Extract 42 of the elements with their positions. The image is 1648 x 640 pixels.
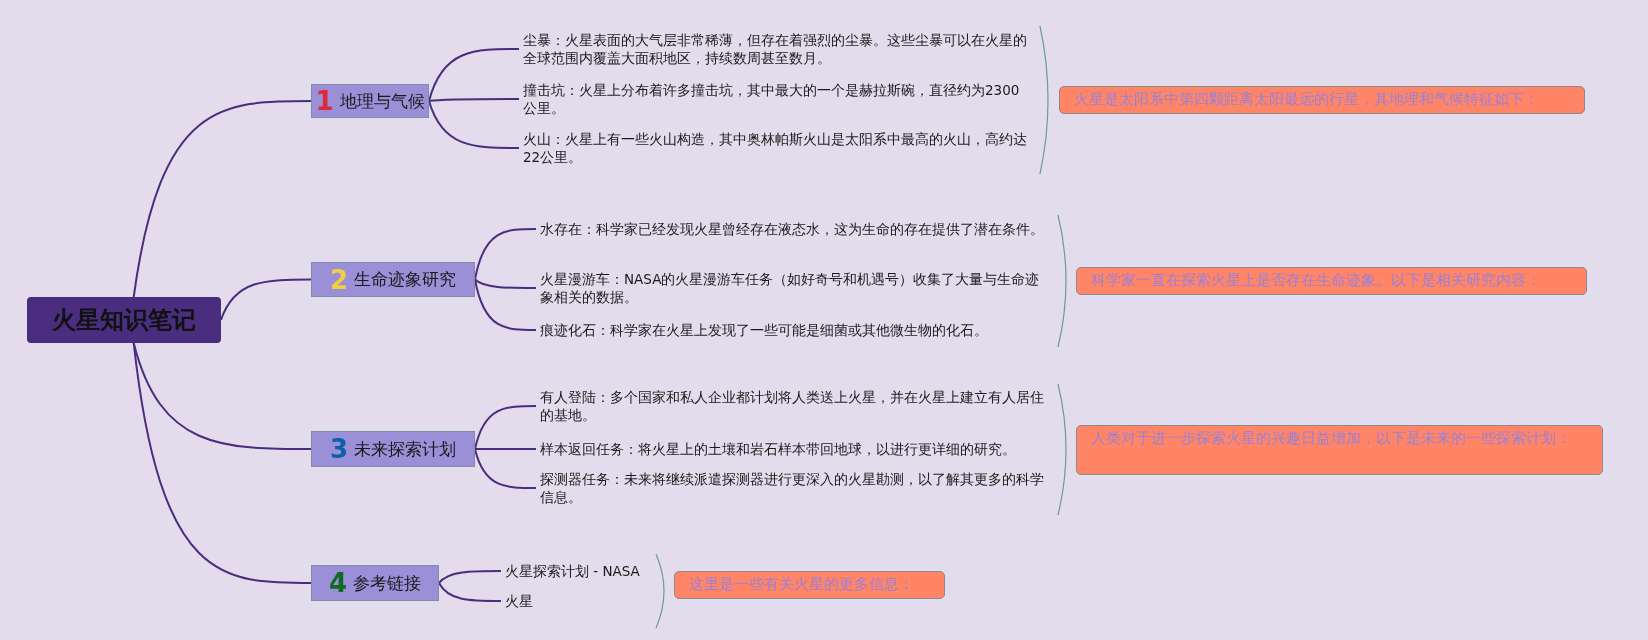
branch-line (474, 405, 537, 450)
branch-line (474, 278, 537, 331)
branch-line (474, 228, 537, 281)
central-topic-box: 火星知识笔记 (27, 297, 221, 343)
topic-title: 地理与气候 (339, 89, 425, 113)
branch-line (474, 278, 537, 289)
branch-line (428, 48, 520, 102)
branch-text: 有人登陆：多个国家和私人企业都计划将人类送上火星，并在火星上建立有人居住的基地。 (536, 388, 1051, 425)
branch-line (132, 100, 312, 298)
topic-box (311, 262, 475, 297)
topic-number: 1 (315, 86, 334, 116)
topic-box (311, 565, 439, 601)
branch-text: 火星探索计划 - NASA (501, 562, 661, 581)
topic-box (311, 431, 475, 467)
branch-line (428, 100, 520, 149)
branch-line (132, 342, 312, 584)
summary-box: 这里是一些有关火星的更多信息： (674, 571, 945, 599)
branch-line (474, 448, 537, 450)
branch-line (438, 570, 502, 584)
topic-number: 4 (328, 568, 348, 598)
branch-text: 尘暴：火星表面的大气层非常稀薄，但存在着强烈的尘暴。这些尘暴可以在火星的全球范围内覆盖大面积地区，持续数周甚至数月。 (519, 31, 1034, 68)
branch-line (428, 98, 520, 102)
branch-line (220, 278, 312, 321)
branch-text: 样本返回任务：将火星上的土壤和岩石样本带回地球，以进行更详细的研究。 (536, 440, 1051, 459)
branch-text: 痕迹化石：科学家在火星上发现了一些可能是细菌或其他微生物的化石。 (536, 321, 1051, 340)
branch-line (438, 582, 502, 602)
branch-text: 火山：火星上有一些火山构造，其中奥林帕斯火山是太阳系中最高的火山，高约达22公里。 (519, 130, 1034, 167)
branch-text: 探测器任务：未来将继续派遣探测器进行更深入的火星勘测，以了解其更多的科学信息。 (536, 470, 1051, 507)
topic-title: 生命迹象研究 (354, 268, 457, 291)
summary-box: 人类对于进一步探索火星的兴趣日益增加，以下是未来的一些探索计划： (1076, 425, 1603, 475)
topic-title: 未来探索计划 (354, 437, 457, 461)
topic-box (311, 84, 429, 118)
branch-line (474, 448, 537, 489)
summary-box: 科学家一直在探索火星上是否存在生命迹象。以下是相关研究内容： (1076, 267, 1587, 295)
topic-number: 2 (329, 264, 349, 295)
branch-text: 火星 (501, 592, 661, 611)
branch-text: 火星漫游车：NASA的火星漫游车任务（如好奇号和机遇号）收集了大量与生命迹象相关的数据。 (536, 270, 1051, 307)
topic-number: 3 (329, 434, 349, 464)
branch-text: 水存在：科学家已经发现火星曾经存在液态水，这为生命的存在提供了潜在条件。 (536, 220, 1051, 239)
branch-text: 撞击坑：火星上分布着许多撞击坑，其中最大的一个是赫拉斯碗，直径约为2300公里。 (519, 81, 1034, 118)
topic-title: 参考链接 (353, 571, 422, 595)
summary-box: 火星是太阳系中第四颗距离太阳最远的行星，其地理和气候特征如下： (1059, 86, 1585, 114)
